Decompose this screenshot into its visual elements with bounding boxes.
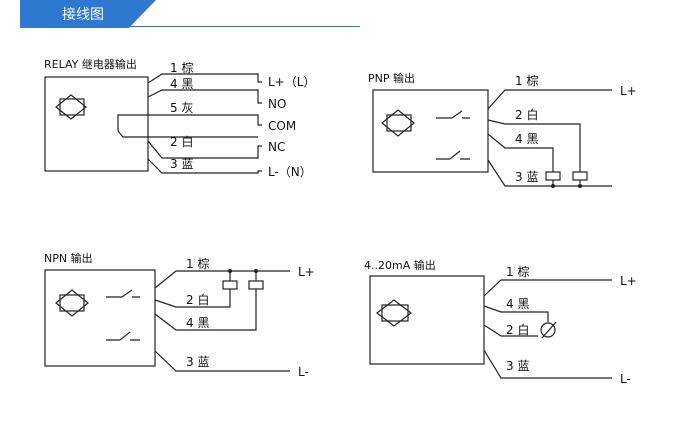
pnp-wire-label-4: 3 蓝	[515, 170, 538, 184]
pnp-sensor-icon	[381, 109, 415, 137]
relay-sensor-body	[44, 76, 149, 172]
analog-terminal-4: L-	[620, 372, 631, 386]
pnp-sensor-body	[372, 89, 489, 173]
npn-terminal-4: L-	[298, 365, 309, 379]
pnp-junction-2	[578, 184, 582, 188]
analog-wire-label-1: 1 棕	[506, 264, 529, 279]
relay-wires	[117, 73, 262, 174]
header-rule	[20, 26, 360, 27]
npn-wire-label-4: 3 蓝	[186, 355, 209, 369]
relay-wire-label-3: 5 灰	[170, 101, 193, 115]
pnp-wire-label-1: 1 棕	[515, 73, 538, 88]
npn-wire-label-2: 2 白	[186, 292, 209, 307]
relay-wire-label-4: 2 白	[170, 134, 193, 149]
npn-terminal-1: L+	[298, 265, 315, 279]
pnp-terminal-1: L+	[620, 84, 637, 98]
analog-title: 4..20mA 输出	[364, 258, 436, 272]
relay-diagram: RELAY 继电器输出 1 棕 4 黑 5 灰 2 白 3 蓝 L+（L） NO…	[44, 57, 315, 179]
pnp-wire-label-3: 4 黑	[515, 132, 538, 146]
pnp-wires	[487, 89, 612, 187]
npn-sensor-body	[44, 269, 156, 367]
npn-junction-1	[228, 269, 232, 273]
analog-sensor-icon	[376, 299, 412, 327]
analog-diagram: 4..20mA 输出 1 棕 4 黑 2 白 3 蓝 L+ L-	[364, 258, 637, 386]
analog-wire-label-2: 4 黑	[506, 297, 529, 311]
relay-terminal-2: NO	[268, 97, 286, 111]
analog-sensor-body	[369, 275, 485, 365]
relay-terminal-1: L+（L）	[268, 75, 315, 89]
analog-wire-label-4: 3 蓝	[506, 359, 529, 373]
pnp-load-resistor-2	[572, 171, 588, 181]
npn-diagram: NPN 输出 1 棕 2 白 4 黑 3 蓝 L+ L-	[44, 251, 315, 379]
npn-switch-1	[106, 289, 140, 298]
npn-wire-label-3: 4 黑	[186, 316, 209, 330]
header-title: 接线图	[62, 7, 104, 23]
pnp-load-resistor-1	[545, 171, 561, 181]
relay-terminal-5: L-（N）	[268, 165, 312, 179]
analog-terminal-1: L+	[620, 274, 637, 288]
analog-wires	[483, 279, 612, 379]
relay-wire-label-5: 3 蓝	[170, 157, 193, 171]
relay-wire-label-1: 1 棕	[170, 60, 193, 75]
npn-junction-2	[254, 269, 258, 273]
npn-switch-2	[106, 331, 140, 341]
pnp-switch-1	[436, 110, 470, 119]
pnp-junction-1	[551, 184, 555, 188]
pnp-wire-label-2: 2 白	[515, 107, 538, 122]
pnp-title: PNP 输出	[368, 71, 415, 85]
analog-meter-icon	[540, 321, 557, 339]
npn-load-resistor-2	[248, 280, 264, 290]
pnp-switch-2	[436, 150, 470, 160]
npn-sensor-icon	[55, 289, 89, 317]
relay-title: RELAY 继电器输出	[44, 57, 137, 71]
npn-title: NPN 输出	[44, 251, 93, 265]
relay-terminal-3: COM	[268, 119, 296, 133]
header-tab	[20, 0, 156, 28]
npn-wires	[154, 270, 290, 372]
relay-sensor-icon	[55, 94, 87, 120]
npn-wire-label-1: 1 棕	[186, 256, 209, 271]
pnp-diagram: PNP 输出 1 棕 2 白 4 黑 3 蓝 L+	[368, 71, 637, 188]
analog-wire-label-3: 2 白	[506, 322, 529, 337]
relay-terminal-4: NC	[268, 140, 285, 154]
relay-wire-label-2: 4 黑	[170, 77, 193, 91]
npn-load-resistor-1	[222, 280, 238, 290]
